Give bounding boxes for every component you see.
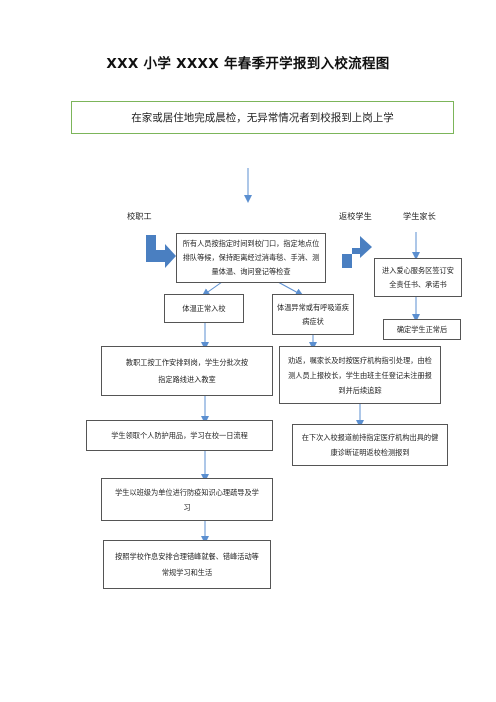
health-certificate-text: 在下次入校报道前持指定医疗机构出具的健康诊断证明返校检测报到 <box>301 433 439 457</box>
label-returning-students: 返校学生 <box>339 211 372 221</box>
staggered-meals-text: 按照学校作息安排合理错峰就餐、错峰活动等常规学习和生活 <box>115 551 259 577</box>
morning-check-banner: 在家或居住地完成晨检，无异常情况者到校报到上岗上学 <box>71 101 454 134</box>
banner-text: 在家或居住地完成晨检，无异常情况者到校报到上岗上学 <box>131 112 394 124</box>
temp-normal-box: 体温正常入校 <box>164 294 244 323</box>
gate-check-text: 所有人员按指定时间到校门口，指定地点位排队等候，保持距离经过消毒毯、手消、测量体… <box>182 239 320 276</box>
arrow-to-temp-normal <box>201 281 223 297</box>
staff-post-box: 教职工按工作安排到岗，学生分批次按指定路线进入教室 <box>101 346 273 396</box>
label-parents: 学生家长 <box>403 211 436 221</box>
temp-normal-text: 体温正常入校 <box>182 303 226 313</box>
class-education-box: 学生以班级为单位进行防疫知识心理疏导及学习 <box>101 478 273 521</box>
page-title: XXX 小学 XXXX 年春季开学报到入校流程图 <box>106 56 390 72</box>
confirm-normal-box: 确定学生正常后 <box>383 319 461 340</box>
daily-routine-text: 学生领取个人防护用品，学习在校一日流程 <box>111 430 248 440</box>
health-certificate-box: 在下次入校报道前持指定医疗机构出具的健康诊断证明返校检测报到 <box>292 424 448 466</box>
temp-abnormal-text: 体温异常或有呼吸道疾病症状 <box>277 302 349 326</box>
gate-check-box: 所有人员按指定时间到校门口，指定地点位排队等候，保持距离经过消毒毯、手消、测量体… <box>176 233 326 283</box>
confirm-normal-text: 确定学生正常后 <box>396 324 448 334</box>
sign-responsibility-text: 进入爱心服务区签订安全责任书、承诺书 <box>382 265 454 289</box>
staggered-meals-box: 按照学校作息安排合理错峰就餐、错峰活动等常规学习和生活 <box>103 540 271 589</box>
class-education-text: 学生以班级为单位进行防疫知识心理疏导及学习 <box>115 487 259 512</box>
staff-post-text: 教职工按工作安排到岗，学生分批次按指定路线进入教室 <box>125 358 249 384</box>
sign-responsibility-box: 进入爱心服务区签订安全责任书、承诺书 <box>374 258 462 297</box>
staff-bent-arrow-icon <box>146 235 176 268</box>
persuade-return-text: 劝返，嘱家长及时按医疗机构指引处理，由检测人员上报校长，学生由班主任登记未注册报… <box>288 355 432 395</box>
daily-routine-box: 学生领取个人防护用品，学习在校一日流程 <box>86 420 273 451</box>
persuade-return-box: 劝返，嘱家长及时按医疗机构指引处理，由检测人员上报校长，学生由班主任登记未注册报… <box>279 346 441 404</box>
arrow-to-temp-abnormal <box>277 281 304 296</box>
temp-abnormal-box: 体温异常或有呼吸道疾病症状 <box>272 294 354 335</box>
label-staff: 校职工 <box>127 211 152 221</box>
